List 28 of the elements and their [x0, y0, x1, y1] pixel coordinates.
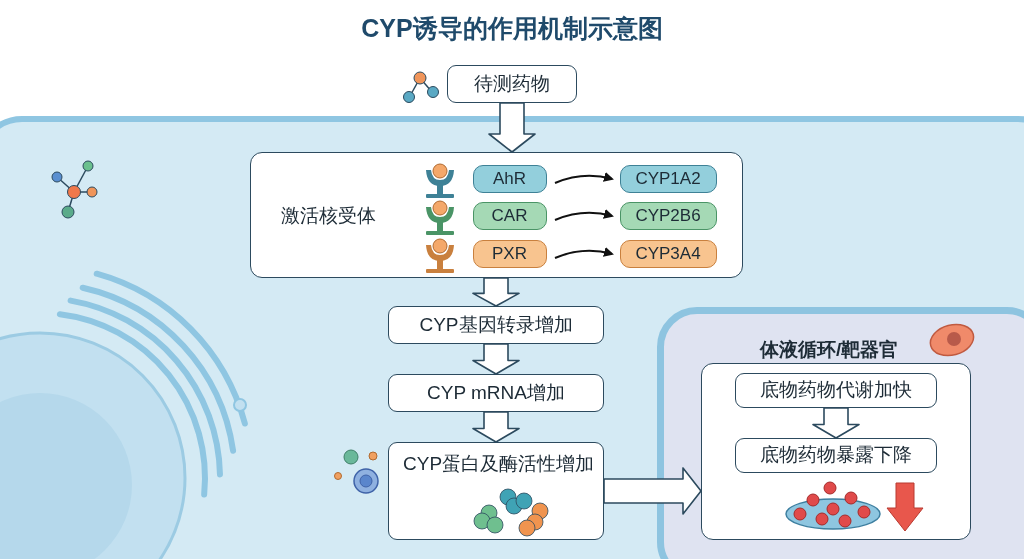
enzyme-pill: CYP3A4 — [619, 239, 717, 268]
block-arrow — [603, 467, 702, 515]
enzyme-pill: CYP1A2 — [619, 164, 717, 193]
enzyme-pill: CYP2B6 — [619, 201, 717, 230]
arrow — [554, 247, 614, 259]
process-box: 底物药物代谢加快 — [734, 372, 937, 408]
block-arrow — [472, 277, 520, 307]
block-arrow — [472, 411, 520, 443]
process-box: CYP基因转录增加 — [388, 306, 604, 344]
region-heading: 体液循环/靶器官 — [760, 338, 899, 362]
block-arrow — [488, 102, 536, 153]
process-box: 底物药物暴露下降 — [734, 437, 937, 473]
receptor-pill: PXR — [472, 239, 547, 268]
block-arrow — [812, 407, 860, 439]
result-box — [701, 363, 971, 540]
organ-region — [657, 307, 1024, 559]
process-box: CYP mRNA增加 — [388, 374, 604, 412]
receptor-panel — [250, 152, 743, 278]
process-box — [388, 442, 604, 540]
diagram-title: CYP诱导的作用机制示意图 — [360, 13, 664, 44]
process-box: 待测药物 — [447, 65, 577, 103]
arrow — [554, 209, 614, 221]
step-label: CYP蛋白及酶活性增加 — [403, 452, 595, 476]
block-arrow — [472, 343, 520, 375]
receptor-pill: CAR — [472, 201, 547, 230]
receptor-pill: AhR — [472, 164, 547, 193]
panel-heading: 激活核受体 — [281, 204, 376, 228]
arrow — [554, 172, 614, 184]
